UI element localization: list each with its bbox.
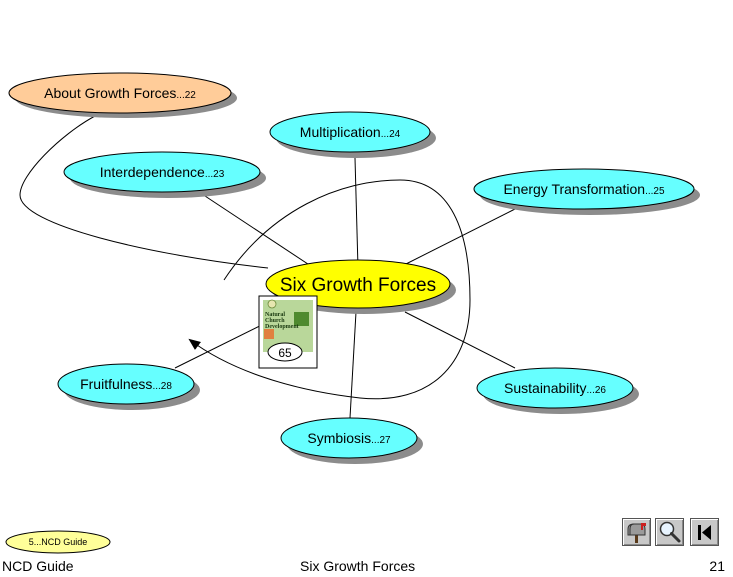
node-sustainability[interactable]: Sustainability...26 <box>476 367 639 414</box>
node-label: About Growth Forces <box>44 85 176 101</box>
node-label: Fruitfulness <box>80 376 152 392</box>
node-shape <box>280 417 418 459</box>
node-about-growth-forces[interactable]: About Growth Forces...22 <box>8 72 237 118</box>
node-multiplication[interactable]: Multiplication...24 <box>269 111 436 158</box>
node-symbiosis[interactable]: Symbiosis...27 <box>280 417 423 464</box>
node-page-ref: ...27 <box>371 435 391 446</box>
connector-interdependence <box>204 195 321 273</box>
node-label: Energy Transformation <box>503 181 645 197</box>
connectors <box>19 115 516 419</box>
book-title-line-2: Church <box>265 318 285 324</box>
node-page-ref: ...22 <box>176 90 196 101</box>
ncd-guide-label: 5...NCD Guide <box>29 537 88 547</box>
book-photo-small <box>264 329 274 339</box>
center-label: Six Growth Forces <box>280 275 436 296</box>
book-title-line-1: Natural <box>265 312 285 318</box>
mailbox-icon <box>627 523 646 543</box>
search-button[interactable] <box>655 518 684 546</box>
book-title-line-3: Development <box>265 324 299 330</box>
connector-sustainability <box>404 311 516 369</box>
svg-text:About Growth Forces...22: About Growth Forces...22 <box>44 85 196 101</box>
connector-symbiosis <box>349 311 357 419</box>
node-page-ref: ...24 <box>381 129 401 140</box>
svg-text:Fruitfulness...28: Fruitfulness...28 <box>80 376 172 392</box>
footer-title: Six Growth Forces <box>300 558 416 574</box>
footer-page-number: 21 <box>709 558 725 574</box>
svg-text:Energy Transformation...25: Energy Transformation...25 <box>503 181 665 197</box>
node-shape <box>63 151 261 193</box>
node-fruitfulness[interactable]: Fruitfulness...28 <box>57 363 200 410</box>
connector-multiplication <box>354 157 359 269</box>
ncd-guide-link[interactable]: 5...NCD Guide <box>5 530 111 554</box>
first-page-button[interactable] <box>690 518 719 546</box>
svg-text:Interdependence...23: Interdependence...23 <box>100 164 225 180</box>
node-shape <box>8 72 232 114</box>
node-page-ref: ...23 <box>205 169 225 180</box>
cycle-arrow <box>188 179 471 400</box>
svg-text:Sustainability...26: Sustainability...26 <box>504 380 606 396</box>
book-photo <box>294 312 309 326</box>
first-page-icon <box>698 525 711 540</box>
book-thumbnail[interactable]: Natural Church Development 65 <box>258 295 318 369</box>
node-shape <box>57 363 195 405</box>
node-label: Multiplication <box>300 124 381 140</box>
node-shape <box>476 367 634 409</box>
node-page-ref: ...28 <box>152 381 172 392</box>
node-page-ref: ...26 <box>587 385 607 396</box>
magnifier-icon <box>659 521 681 543</box>
node-page-ref: ...25 <box>645 186 665 197</box>
node-interdependence[interactable]: Interdependence...23 <box>63 151 266 198</box>
node-shape <box>269 111 431 153</box>
book-page-badge <box>267 342 303 362</box>
book-logo <box>267 299 277 309</box>
book-page-number: 65 <box>278 346 292 360</box>
node-label: Symbiosis <box>307 430 371 446</box>
ncd-guide-shape <box>5 530 111 554</box>
svg-text:Multiplication...24: Multiplication...24 <box>300 124 401 140</box>
footer-left: NCD Guide <box>2 558 74 574</box>
connector-energy <box>399 208 516 268</box>
mailbox-button[interactable] <box>622 518 651 546</box>
svg-text:Symbiosis...27: Symbiosis...27 <box>307 430 391 446</box>
node-label: Interdependence <box>100 164 205 180</box>
node-label: Sustainability <box>504 380 587 396</box>
node-shape <box>473 168 695 210</box>
node-energy-transformation[interactable]: Energy Transformation...25 <box>473 168 700 215</box>
connector-about <box>19 115 269 269</box>
